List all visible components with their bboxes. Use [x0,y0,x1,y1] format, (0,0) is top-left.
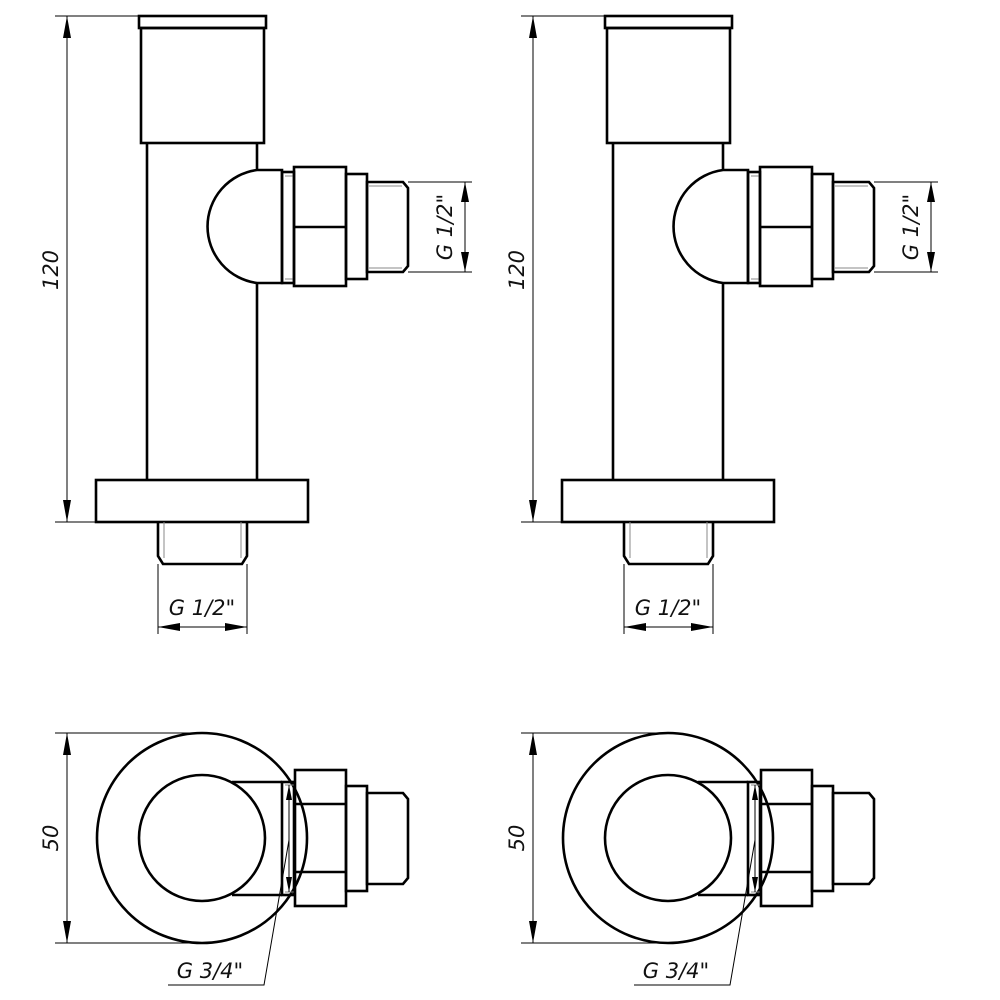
diameter-dimension-label: 50 [505,825,529,852]
inlet-thread-dimension-label: G 3/4" [177,959,243,983]
top-view-right [519,731,876,987]
side-thread-dimension-label: G 1/2" [899,194,923,260]
bottom-thread-dimension-label: G 1/2" [635,596,701,620]
side-thread-dimension-label: G 1/2" [433,194,457,260]
front-view-left [53,14,474,636]
bottom-thread-dimension-label: G 1/2" [169,596,235,620]
front-view-right [519,14,940,636]
height-dimension-label: 120 [39,250,63,290]
top-view-left [53,731,410,987]
inlet-thread-dimension-label: G 3/4" [643,959,709,983]
height-dimension-label: 120 [505,250,529,290]
diameter-dimension-label: 50 [39,825,63,852]
